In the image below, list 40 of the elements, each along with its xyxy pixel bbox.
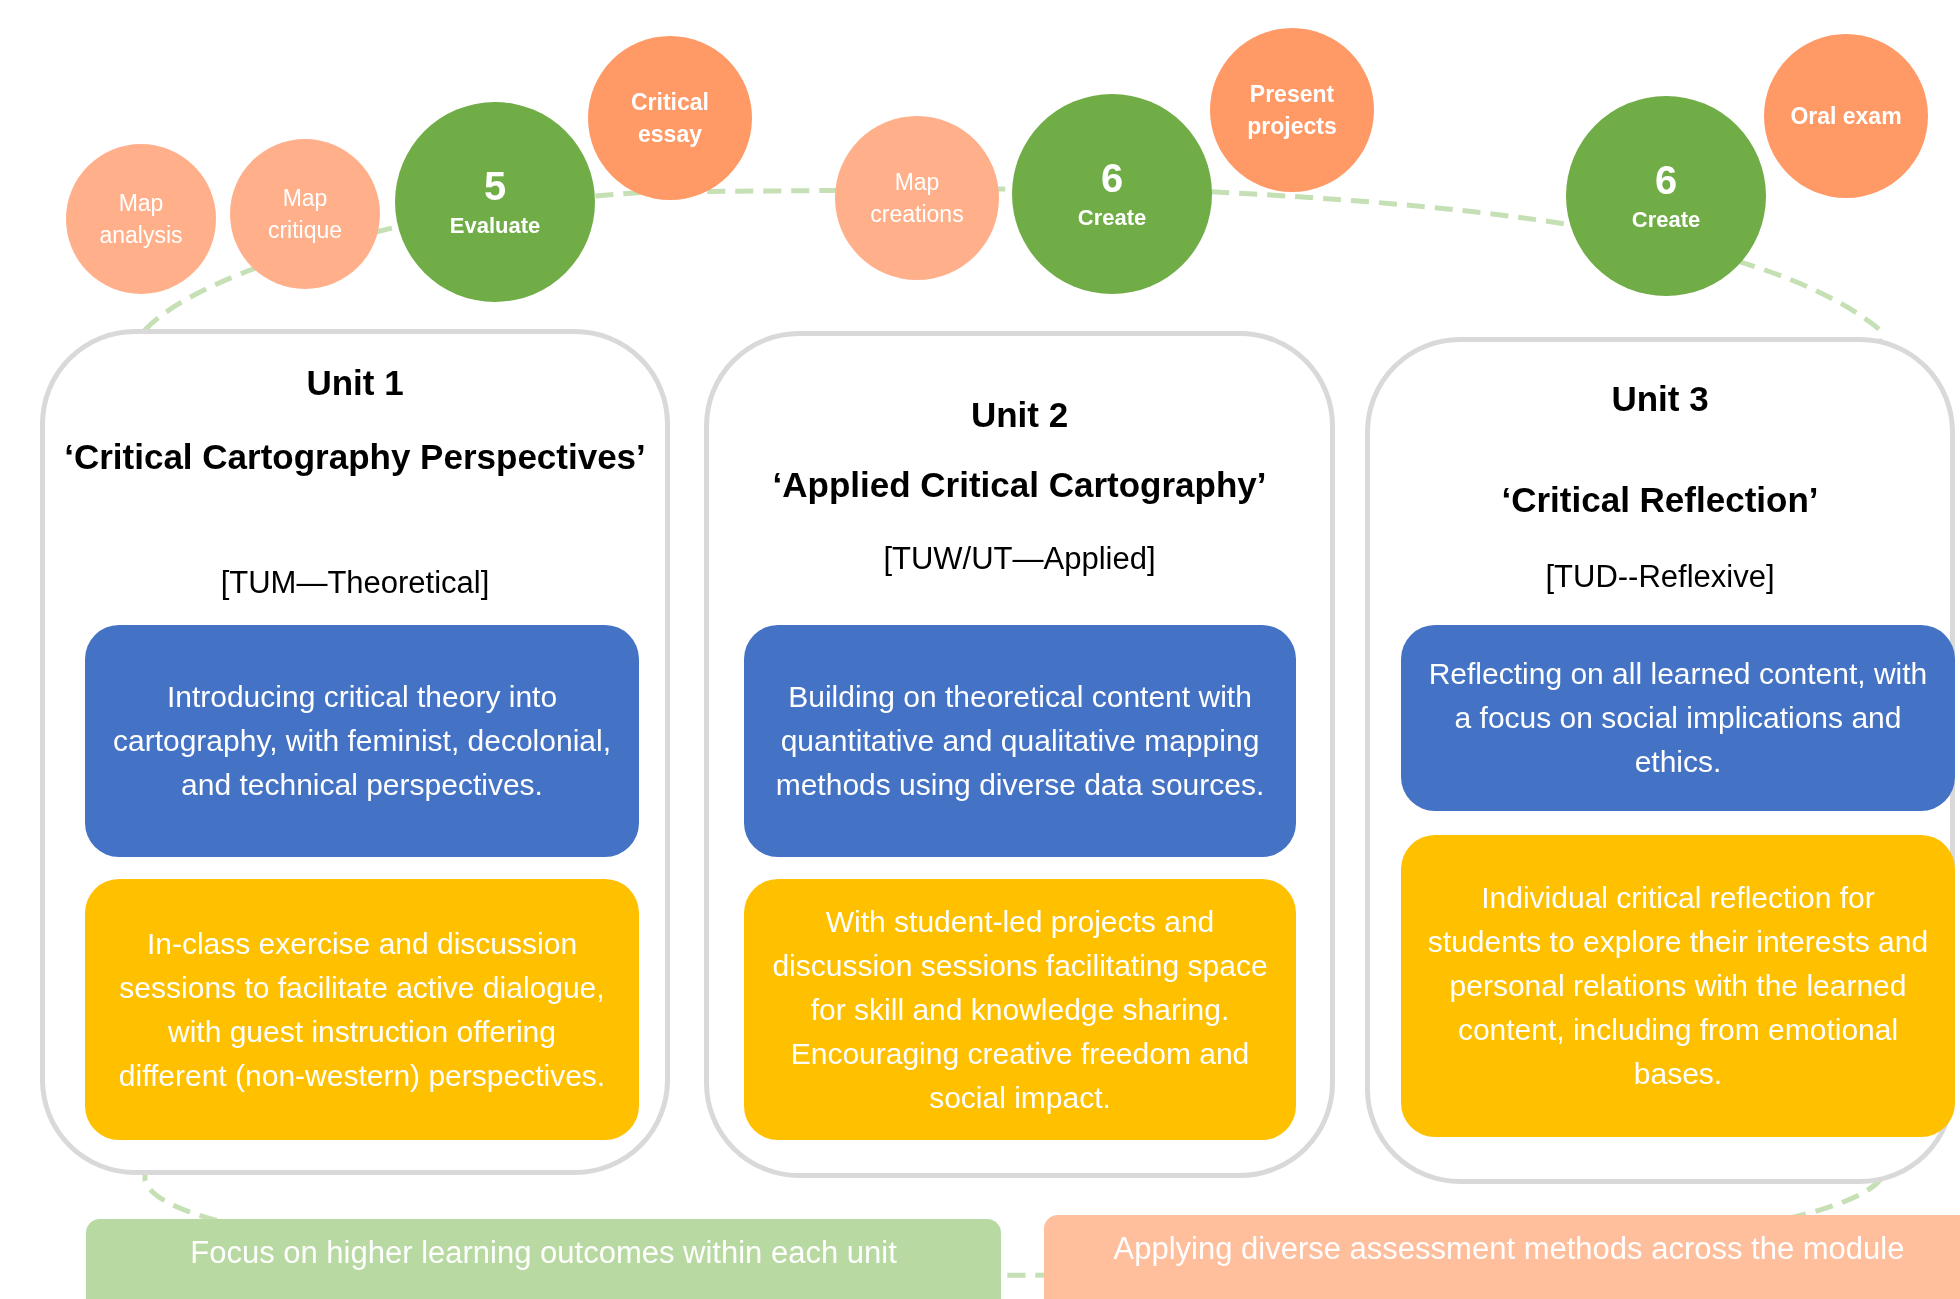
level-number: 6	[1100, 155, 1124, 202]
description-text: With student-led projects and discussion sessions facilitating space for skill and knowledge sharing. Encouraging creative freedom and social impact.	[771, 903, 1269, 1116]
method-box	[1401, 835, 1955, 1137]
unit-title: ‘Applied Critical Cartography’	[771, 464, 1268, 506]
description-text: Reflecting on all learned content, with a focus on social implications and ethics.	[1427, 656, 1929, 780]
assessment-label: Critical essay	[630, 88, 710, 149]
content-box	[744, 625, 1296, 857]
unit-panel	[40, 329, 670, 1175]
unit-track: [TUD--Reflexive]	[1544, 558, 1776, 596]
summary-banner	[1044, 1215, 1960, 1299]
method-box	[85, 879, 639, 1140]
content-box	[85, 625, 639, 857]
assessment-label: Map analysis	[98, 189, 184, 250]
description-text: Building on theoretical content with quantitative and qualitative mapping methods using diverse data sources.	[774, 679, 1266, 803]
summary-text: Focus on higher learning outcomes within each unit	[190, 1234, 897, 1272]
description-text: Individual critical reflection for students to explore their interests and personal relations with the learned content, including from emotional bases.	[1427, 880, 1929, 1092]
unit-title: ‘Critical Cartography Perspectives’	[63, 436, 647, 478]
unit-number: Unit 2	[969, 394, 1070, 436]
level-label: Create	[1077, 204, 1147, 232]
unit-panel	[1365, 337, 1955, 1184]
level-number: 6	[1654, 157, 1678, 204]
unit-number: Unit 1	[305, 362, 405, 404]
unit-title: ‘Critical Reflection’	[1500, 479, 1820, 521]
unit-track: [TUM—Theoretical]	[219, 564, 491, 602]
description-text: In-class exercise and discussion sessions to facilitate active dialogue, with guest instruction offering different (non-western) perspectives.	[117, 925, 607, 1094]
method-box	[744, 879, 1296, 1140]
assessment-label: Map critique	[266, 184, 344, 245]
level-number: 5	[483, 163, 507, 210]
summary-banner	[86, 1219, 1001, 1299]
description-text: Introducing critical theory into cartography, with feminist, decolonial, and technical perspectives.	[112, 679, 612, 803]
assessment-label: Map creations	[869, 168, 965, 229]
assessment-label: Present projects	[1246, 80, 1338, 141]
content-box	[1401, 625, 1955, 811]
unit-panel	[704, 331, 1335, 1178]
summary-text: Applying diverse assessment methods across the module	[1113, 1230, 1905, 1268]
assessment-label: Oral exam	[1790, 102, 1902, 131]
unit-number: Unit 3	[1610, 378, 1710, 420]
level-label: Evaluate	[449, 212, 541, 240]
unit-track: [TUW/UT—Applied]	[882, 540, 1157, 578]
level-label: Create	[1631, 206, 1701, 234]
